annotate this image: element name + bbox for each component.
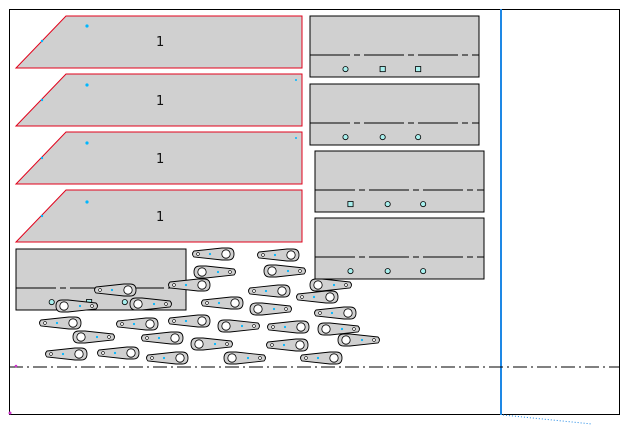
part-number-label: 1 (156, 94, 164, 109)
hole-marker (415, 66, 422, 73)
hole-marker (420, 201, 427, 208)
bracket-part[interactable] (257, 248, 300, 262)
part-number-label: 1 (156, 35, 164, 50)
bracket-part[interactable] (55, 299, 98, 313)
bracket-part[interactable] (193, 265, 236, 279)
rect-plate-part[interactable] (309, 15, 480, 78)
marker-dot (85, 24, 89, 28)
trapezoid-part[interactable]: 1 (14, 131, 303, 185)
bracket-part[interactable] (201, 296, 244, 310)
hole-marker (415, 134, 422, 141)
bracket-part[interactable] (337, 333, 380, 347)
bracket-part[interactable] (267, 320, 310, 334)
bracket-part[interactable] (249, 302, 292, 316)
hole-marker (342, 66, 349, 73)
bracket-part[interactable] (296, 290, 339, 304)
bracket-part[interactable] (97, 346, 140, 360)
bracket-part[interactable] (94, 283, 137, 297)
marker-dot (40, 156, 44, 160)
bracket-part[interactable] (168, 278, 211, 292)
trapezoid-part[interactable]: 1 (14, 15, 303, 69)
marker-dot (40, 39, 44, 43)
marker-dot (14, 364, 18, 368)
hole-marker (420, 268, 427, 275)
leader-line (502, 414, 593, 425)
bracket-part[interactable] (317, 322, 360, 336)
marker-dot (85, 83, 89, 87)
bracket-part[interactable] (263, 264, 306, 278)
hole-marker (121, 299, 128, 306)
hole-marker (379, 66, 386, 73)
hole-marker (384, 268, 391, 275)
bracket-part[interactable] (146, 351, 189, 365)
bracket-part[interactable] (129, 297, 172, 311)
bracket-part[interactable] (39, 316, 82, 330)
bracket-part[interactable] (45, 347, 88, 361)
bracket-part[interactable] (300, 351, 343, 365)
bracket-part[interactable] (141, 331, 184, 345)
sheet-border (9, 9, 620, 415)
bracket-part[interactable] (248, 284, 291, 298)
bracket-part[interactable] (309, 278, 352, 292)
hole-marker (48, 299, 55, 306)
bracket-part[interactable] (72, 330, 115, 344)
marker-dot (40, 98, 44, 102)
trapezoid-part[interactable]: 1 (14, 189, 303, 243)
hole-marker (379, 134, 386, 141)
marker-dot (85, 200, 89, 204)
rect-plate-part[interactable] (314, 150, 485, 213)
bracket-part[interactable] (192, 247, 235, 261)
marker-dot (295, 137, 297, 139)
bracket-part[interactable] (314, 306, 357, 320)
origin-marker (8, 411, 12, 415)
bracket-part[interactable] (217, 319, 260, 333)
marker-dot (85, 141, 89, 145)
hole-marker (384, 201, 391, 208)
bracket-part[interactable] (116, 317, 159, 331)
part-number-label: 1 (156, 152, 164, 167)
rect-plate-part[interactable] (314, 217, 485, 280)
hole-marker (347, 268, 354, 275)
bracket-part[interactable] (168, 314, 211, 328)
hole-marker (342, 134, 349, 141)
hole-marker (347, 201, 354, 208)
rect-plate-part[interactable] (309, 83, 480, 146)
bracket-part[interactable] (266, 338, 309, 352)
part-number-label: 1 (156, 210, 164, 225)
bracket-part[interactable] (223, 351, 266, 365)
trapezoid-part[interactable]: 1 (14, 73, 303, 127)
marker-dot (295, 79, 297, 81)
marker-dot (40, 214, 44, 218)
bracket-part[interactable] (190, 337, 233, 351)
